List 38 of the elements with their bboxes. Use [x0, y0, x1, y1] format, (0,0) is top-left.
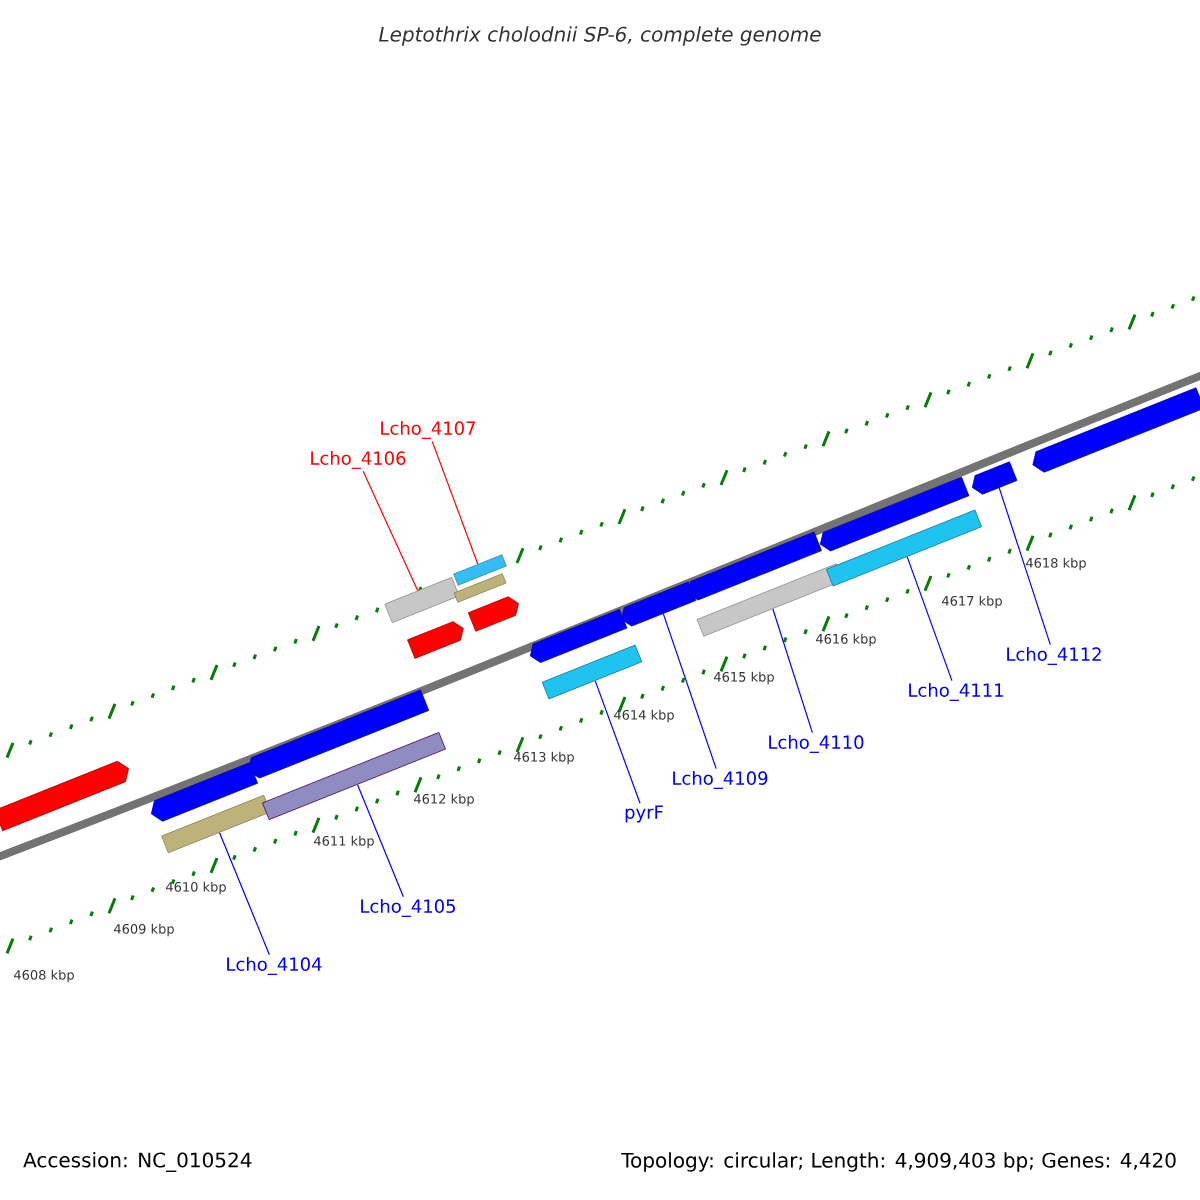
leader-line: [431, 440, 479, 565]
gene-block: [467, 596, 519, 632]
gene-block: [247, 689, 430, 779]
gene-block: [621, 581, 697, 627]
gene-block: [453, 573, 507, 603]
gene-block: [541, 644, 643, 700]
gene-block: [407, 621, 464, 659]
accession-text: Accession: NC_010524: [23, 1152, 252, 1172]
gene-block: [150, 762, 258, 822]
leader-line: [362, 470, 419, 592]
leader-line: [998, 487, 1051, 646]
gene-block: [453, 554, 507, 586]
gene-block: [971, 461, 1018, 495]
gene-label: Lcho_4106: [311, 451, 406, 469]
gene-block: [0, 760, 129, 832]
leader-line: [218, 832, 270, 956]
gene-block: [161, 794, 271, 854]
genome-info-text: Topology: circular; Length: 4,909,403 bp; Genes: 4,420: [621, 1152, 1176, 1172]
gene-label: Lcho_4107: [381, 421, 476, 439]
gene-block: [1032, 387, 1200, 473]
gene-block: [687, 531, 822, 601]
gene-label: Lcho_4112: [1007, 647, 1101, 665]
gene-label: Lcho_4111: [909, 683, 1003, 701]
leader-line: [662, 613, 717, 770]
gene-label: Lcho_4104: [227, 957, 322, 975]
gene-label: Lcho_4109: [673, 771, 768, 789]
gene-label: Lcho_4105: [361, 899, 455, 917]
gene-block: [384, 576, 460, 624]
gene-block: [262, 731, 446, 821]
gene-block: [819, 476, 970, 552]
gene-label: Lcho_4110: [769, 735, 864, 753]
gene-block: [529, 609, 628, 663]
leader-line: [594, 680, 641, 804]
gene-label: pyrF: [625, 805, 663, 823]
leader-line: [772, 608, 813, 734]
leader-line: [906, 556, 953, 682]
gene-block: [826, 509, 983, 587]
title: Leptothrix cholodnii SP-6, complete genome: [379, 26, 821, 46]
